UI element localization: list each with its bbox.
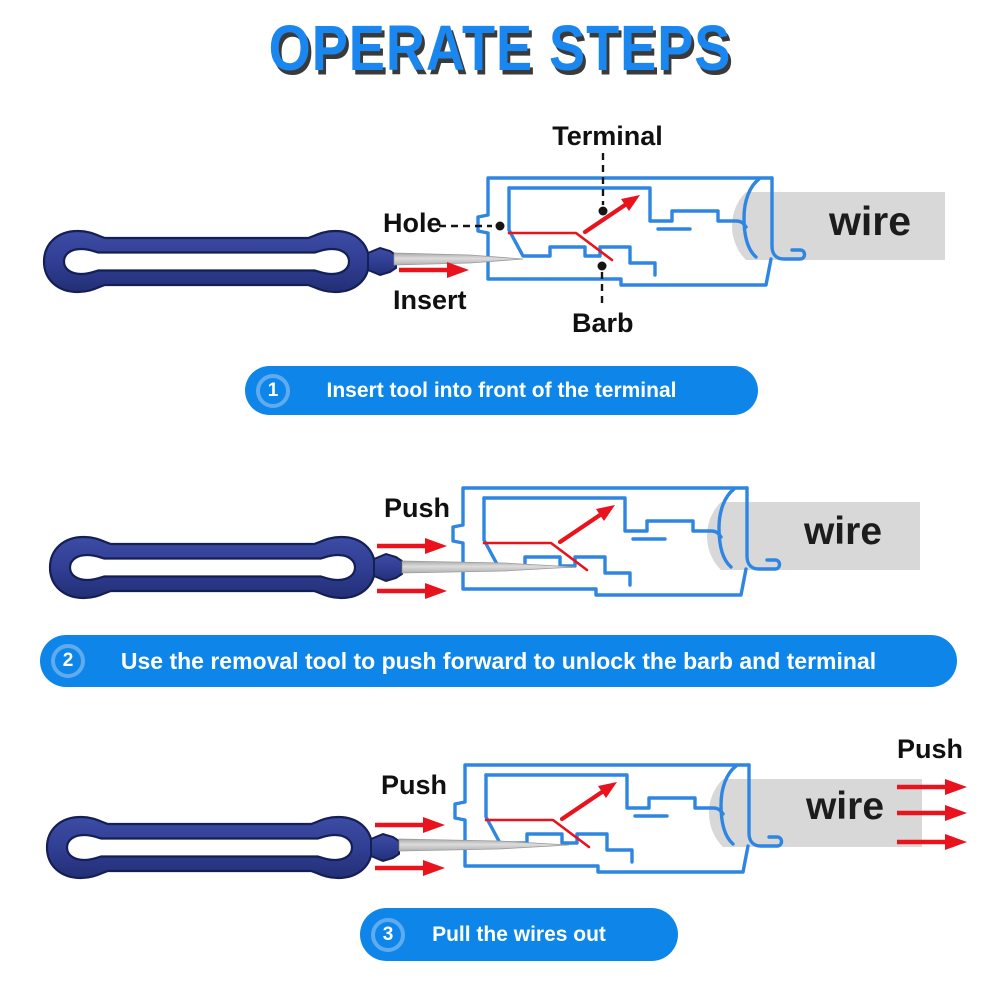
step-number-badge: 3 bbox=[371, 917, 405, 952]
push-arrow-icon bbox=[377, 538, 447, 554]
tool-blade-2 bbox=[401, 560, 576, 574]
step-text: Use the removal tool to push forward to … bbox=[120, 647, 877, 674]
hole-leader-dot bbox=[495, 221, 505, 231]
push-arrow-icon bbox=[375, 817, 445, 833]
terminal-leader-dot bbox=[598, 206, 608, 216]
push-arrow-icon bbox=[377, 583, 447, 599]
step-number-badge: 1 bbox=[256, 373, 290, 408]
step-text: Insert tool into front of the terminal bbox=[326, 378, 677, 402]
step-banner-1: 1 Insert tool into front of the terminal bbox=[245, 366, 758, 415]
step-banner-2: 2 Use the removal tool to push forward t… bbox=[40, 635, 957, 687]
barb-leader-dot bbox=[597, 261, 607, 271]
removal-tool-3 bbox=[45, 815, 401, 880]
push-label-2: Push bbox=[384, 493, 451, 523]
tool-blade-3 bbox=[398, 838, 570, 852]
push-label-3-right: Push bbox=[897, 734, 964, 764]
removal-tool-2 bbox=[48, 535, 404, 600]
step-text: Pull the wires out bbox=[432, 922, 606, 946]
removal-tool-1 bbox=[42, 229, 398, 294]
push-arrow-icon bbox=[375, 860, 445, 876]
wire-label-1: wire bbox=[828, 198, 912, 244]
wire-label-2: wire bbox=[803, 510, 883, 553]
step-number-badge: 2 bbox=[51, 644, 85, 678]
terminal-label: Terminal bbox=[552, 121, 663, 151]
hole-label: Hole bbox=[383, 208, 442, 238]
step-banner-3: 3 Pull the wires out bbox=[360, 908, 678, 961]
wire-label-3: wire bbox=[805, 785, 885, 828]
diagram1-art bbox=[42, 153, 945, 306]
barb-label: Barb bbox=[572, 308, 634, 338]
tool-blade-1 bbox=[393, 252, 524, 266]
page-title: OPERATE STEPS bbox=[268, 13, 732, 85]
insert-label: Insert bbox=[393, 285, 467, 315]
push-label-3-left: Push bbox=[381, 770, 448, 800]
